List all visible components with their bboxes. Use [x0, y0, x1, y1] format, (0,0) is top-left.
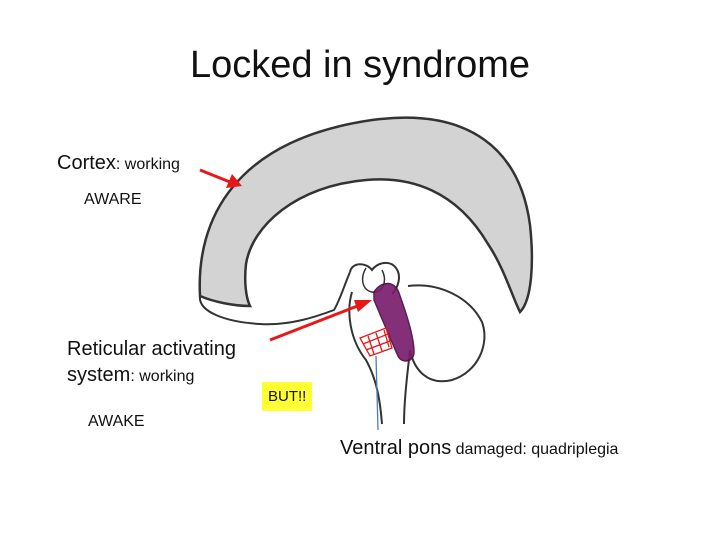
cortex-name: Cortex: [57, 152, 116, 174]
ventricle-outline: [361, 267, 386, 293]
midbrain-outline: [349, 262, 400, 295]
aware-label: AWARE: [84, 191, 142, 208]
ras-line2: system: working: [67, 362, 236, 390]
cortex-band: [198, 116, 534, 315]
but-callout: BUT!!: [262, 382, 313, 411]
ras-name2: system: [67, 364, 131, 386]
pons-name: Ventral pons: [340, 437, 452, 459]
ventral-pons-highlight: [373, 282, 415, 362]
ventral-pons-label: Ventral pons damaged: quadriplegia: [340, 437, 618, 460]
ras-line1: Reticular activating: [67, 338, 236, 360]
cerebellum: [407, 284, 486, 383]
ras-state: : working: [130, 368, 195, 385]
cortex-label: Cortex: working: [57, 152, 180, 175]
brain-lower-outline: [198, 271, 351, 326]
pons-pointer-line: [375, 355, 379, 431]
awake-label: AWAKE: [88, 413, 145, 430]
slide-title: Locked in syndrome: [189, 44, 531, 86]
cortex-state: : working: [115, 156, 180, 173]
pons-state: damaged: quadriplegia: [451, 441, 619, 458]
ras-label: Reticular activating system: working: [67, 336, 236, 390]
reticular-formation-hatch: [359, 327, 393, 357]
cortex-arrow: [199, 168, 242, 188]
ras-arrow: [269, 300, 372, 342]
